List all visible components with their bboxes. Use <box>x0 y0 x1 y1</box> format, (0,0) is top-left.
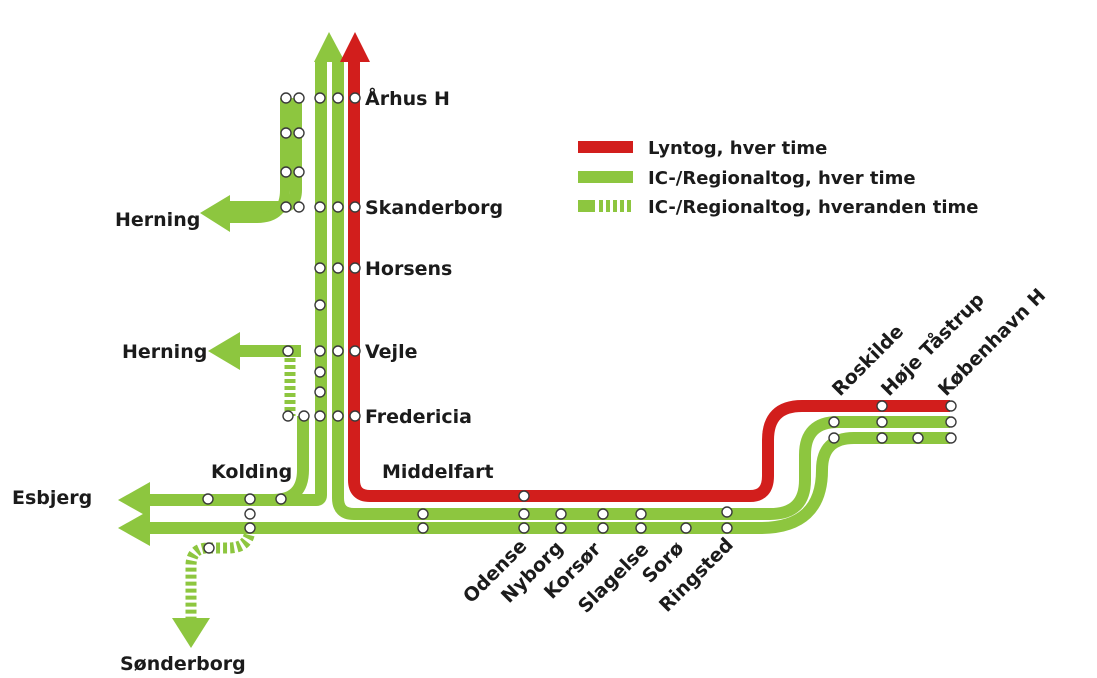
stop-vejle[interactable] <box>314 345 326 357</box>
label-skanderborg: Skanderborg <box>365 197 503 219</box>
stop-kolding[interactable] <box>202 493 214 505</box>
stop-skanderborg[interactable] <box>349 201 361 213</box>
line-ic-jutland-outer <box>140 62 327 506</box>
stop-intermediate[interactable] <box>314 386 326 398</box>
label-middelfart: Middelfart <box>382 461 494 483</box>
stop-herning-branch[interactable] <box>293 166 305 178</box>
stop-skanderborg[interactable] <box>293 201 305 213</box>
stop-korsor[interactable] <box>597 522 609 534</box>
stop-fredericia[interactable] <box>282 410 294 422</box>
stop-sonderborg-branch[interactable] <box>203 542 215 554</box>
legend-label-lyntog: Lyntog, hver time <box>648 138 827 159</box>
stop-kolding[interactable] <box>244 493 256 505</box>
arrow-herning-north <box>200 195 230 232</box>
legend-swatch-ic-two-hourly <box>578 200 631 212</box>
label-herning-south: Herning <box>122 341 207 363</box>
line-sonderborg-dashed <box>185 527 256 622</box>
stop-aarhus[interactable] <box>280 92 292 104</box>
stop-soro[interactable] <box>680 522 692 534</box>
label-aarhus: Århus H <box>365 86 450 110</box>
legend-swatch-lyntog <box>578 141 633 153</box>
arrow-esbjerg-upper <box>118 482 150 518</box>
stop-kobenhavn[interactable] <box>945 432 957 444</box>
stop-hoje-taastrup[interactable] <box>876 416 888 428</box>
stop-slagelse[interactable] <box>635 508 647 520</box>
stop-korsor[interactable] <box>597 508 609 520</box>
stop-aarhus[interactable] <box>314 92 326 104</box>
label-sonderborg: Sønderborg <box>120 653 246 675</box>
stop-horsens[interactable] <box>332 262 344 274</box>
stop-odense[interactable] <box>518 508 530 520</box>
legend: Lyntog, hver time IC-/Regionaltog, hver … <box>578 138 978 218</box>
stop-fredericia[interactable] <box>349 410 361 422</box>
stop-fredericia[interactable] <box>298 410 310 422</box>
stop-middelfart[interactable] <box>417 522 429 534</box>
stop-nyborg[interactable] <box>555 508 567 520</box>
stop-herning-branch[interactable] <box>293 127 305 139</box>
legend-label-ic-hourly: IC-/Regionaltog, hver time <box>648 168 916 189</box>
stop-fredericia[interactable] <box>314 410 326 422</box>
label-kolding: Kolding <box>211 461 292 483</box>
stop-skanderborg[interactable] <box>314 201 326 213</box>
stop-aarhus[interactable] <box>332 92 344 104</box>
stop-hoje-taastrup[interactable] <box>876 400 888 412</box>
stop-fredericia[interactable] <box>332 410 344 422</box>
arrow-herning-south <box>208 332 240 370</box>
stops <box>202 92 957 554</box>
label-horsens: Horsens <box>365 258 452 280</box>
stop-kobenhavn[interactable] <box>945 416 957 428</box>
rail-lines <box>118 32 950 648</box>
stop-odense[interactable] <box>518 490 530 502</box>
line-herning-north-branch-2 <box>228 98 290 223</box>
stop-ringsted[interactable] <box>721 522 733 534</box>
stop-odense[interactable] <box>518 522 530 534</box>
stop-slagelse[interactable] <box>635 522 647 534</box>
stop-kolding[interactable] <box>244 522 256 534</box>
arrow-sonderborg <box>172 618 210 648</box>
legend-swatch-ic-hourly <box>578 171 633 183</box>
stop-aarhus[interactable] <box>349 92 361 104</box>
stop-horsens[interactable] <box>314 262 326 274</box>
legend-label-ic-two-hourly: IC-/Regionaltog, hveranden time <box>648 197 978 218</box>
stop-kolding[interactable] <box>244 508 256 520</box>
stop-roskilde[interactable] <box>828 416 840 428</box>
stop-hoje-taastrup[interactable] <box>876 432 888 444</box>
line-ic-fredericia-link <box>272 416 309 506</box>
stop-vejle[interactable] <box>349 345 361 357</box>
label-kobenhavn: København H <box>934 284 1050 400</box>
label-fredericia: Fredericia <box>365 406 472 428</box>
stop-herning-branch[interactable] <box>280 127 292 139</box>
arrow-north-lyntog <box>340 32 370 62</box>
arrow-esbjerg-lower <box>118 510 150 546</box>
stop-aarhus[interactable] <box>293 92 305 104</box>
stop-nyborg[interactable] <box>555 522 567 534</box>
stop-kolding[interactable] <box>275 493 287 505</box>
stop-skanderborg[interactable] <box>280 201 292 213</box>
stop-kobenhavn[interactable] <box>945 400 957 412</box>
label-esbjerg: Esbjerg <box>12 487 92 509</box>
arrow-north-ic <box>314 32 345 62</box>
stop-intermediate[interactable] <box>314 299 326 311</box>
line-ic-jutland-inner <box>332 62 950 520</box>
stop-intermediate[interactable] <box>912 432 924 444</box>
stop-herning-branch[interactable] <box>280 166 292 178</box>
stop-intermediate[interactable] <box>314 366 326 378</box>
line-lyntog <box>348 62 950 502</box>
stop-middelfart[interactable] <box>417 508 429 520</box>
stop-vejle[interactable] <box>332 345 344 357</box>
stop-ringsted[interactable] <box>721 506 733 518</box>
stop-vejle[interactable] <box>282 345 294 357</box>
stop-roskilde[interactable] <box>828 432 840 444</box>
stop-horsens[interactable] <box>349 262 361 274</box>
label-vejle: Vejle <box>365 341 417 363</box>
stop-skanderborg[interactable] <box>332 201 344 213</box>
label-herning-north: Herning <box>115 209 200 231</box>
